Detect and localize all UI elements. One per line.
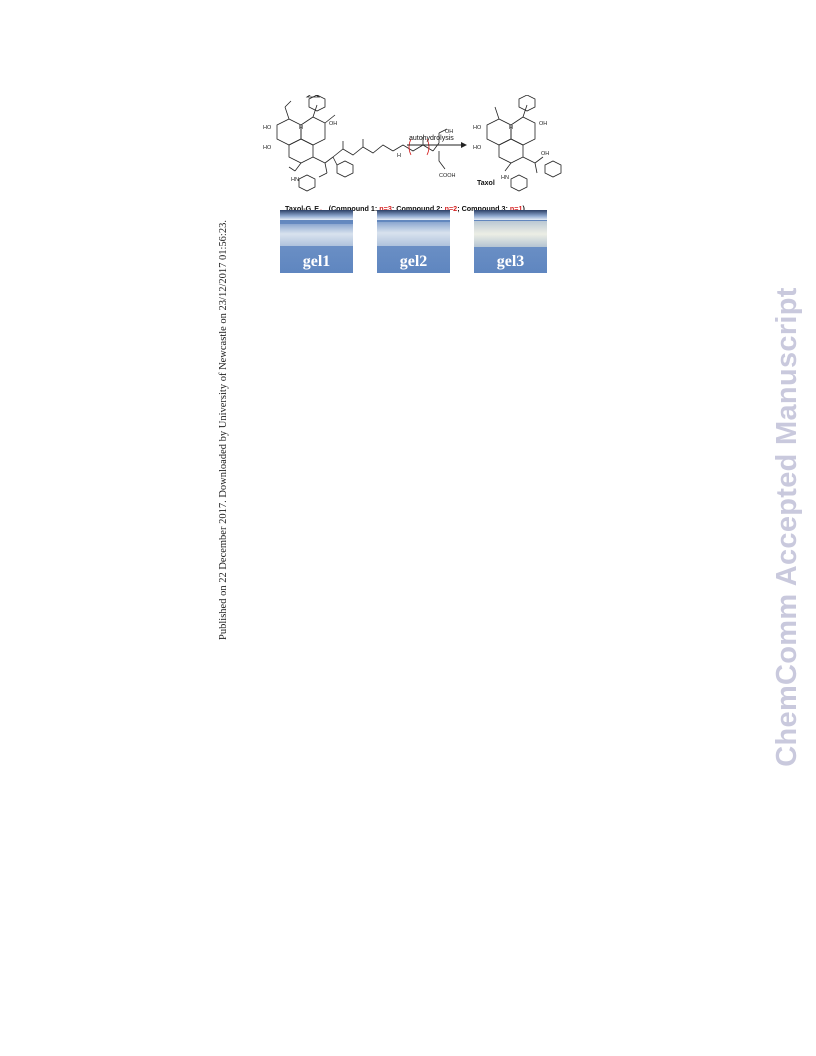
svg-text:HN: HN xyxy=(291,177,299,183)
svg-text:OH: OH xyxy=(445,129,453,135)
reactant-labels: HO HO OH H HN OH COOH H xyxy=(263,121,456,183)
svg-text:HO: HO xyxy=(263,145,272,151)
svg-text:OH: OH xyxy=(329,121,337,127)
vial-photo-gel1: gel1 xyxy=(280,210,353,273)
svg-text:H: H xyxy=(397,153,401,159)
svg-text:H: H xyxy=(299,125,303,131)
reaction-arrow xyxy=(407,142,467,148)
svg-text:HN: HN xyxy=(501,175,509,181)
vial-label: gel1 xyxy=(302,253,331,270)
svg-text:H: H xyxy=(509,125,513,131)
reactant-structure xyxy=(276,95,448,192)
accepted-manuscript-watermark: ChemComm Accepted Manuscript xyxy=(771,287,803,767)
figure: HO HO OH H HN OH COOH H autohydrolysis xyxy=(255,95,565,285)
product-label: Taxol xyxy=(477,180,495,187)
vial-label: gel2 xyxy=(399,253,428,270)
compound-caption: Taxol-GnE4-n (Compound 1: n=3; Compound … xyxy=(285,204,525,215)
reaction-scheme: HO HO OH H HN OH COOH H autohydrolysis xyxy=(263,95,562,192)
vial-photo-gel2: gel2 xyxy=(377,210,450,273)
vial-label: gel3 xyxy=(496,253,525,270)
vial-photo-gel3: gel3 xyxy=(474,210,547,273)
arrow-label: autohydrolysis xyxy=(409,135,454,142)
svg-text:COOH: COOH xyxy=(439,173,456,179)
svg-text:OH: OH xyxy=(539,121,547,127)
svg-text:HO: HO xyxy=(263,125,272,131)
svg-text:OH: OH xyxy=(541,151,549,157)
svg-text:HO: HO xyxy=(473,125,482,131)
product-labels: HO HO OH H OH HN xyxy=(473,121,549,181)
repeat-brackets xyxy=(408,138,430,156)
publication-note: Published on 22 December 2017. Downloade… xyxy=(218,220,229,640)
product-structure xyxy=(486,95,562,192)
svg-text:HO: HO xyxy=(473,145,482,151)
